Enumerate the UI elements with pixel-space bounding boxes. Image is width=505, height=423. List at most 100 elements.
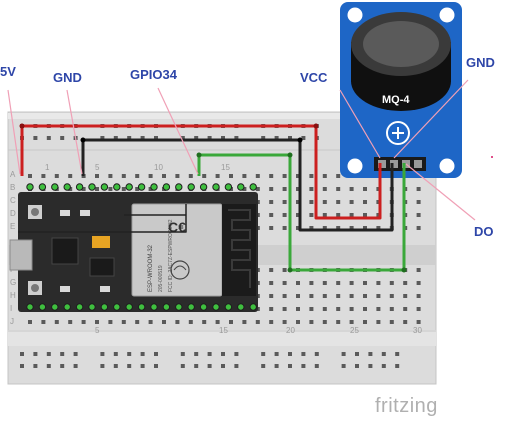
esp-header-pin [75,183,84,191]
label-do: DO [474,224,494,239]
terminal-hole [296,187,300,191]
terminal-hole [322,294,327,298]
rail-hole-bottom [60,352,65,356]
rail-hole-bottom [154,352,158,356]
terminal-hole [215,174,220,178]
terminal-hole [121,174,126,178]
terminal-hole [242,174,247,178]
esp-header-pin [199,183,208,191]
row-label-h: H [10,291,16,300]
power-plug-icon-glyph [392,127,404,139]
rail-hole-bottom [368,352,373,356]
esp-header-pin [51,303,59,311]
rail-hole-top [261,136,266,140]
rail-hole-bottom [127,352,132,356]
rail-hole-bottom [33,364,38,368]
terminal-hole [363,200,367,204]
mount-hole-tr [439,7,455,23]
terminal-hole [282,226,287,230]
mount-hole-br [439,158,455,174]
rail-hole-bottom [73,352,78,356]
terminal-hole [389,294,394,298]
terminal-hole [269,187,274,191]
terminal-hole [349,294,354,298]
rail-hole-bottom [395,352,400,356]
terminal-hole [322,174,327,178]
terminal-hole [336,174,341,178]
board-trace-line [18,204,187,233]
terminal-hole [322,320,327,324]
esp-header-pin [51,183,59,191]
breadboard-bottom-rail-gap [8,330,436,346]
esp-header-pin [113,303,121,311]
wire-bend-5v [19,123,25,129]
terminal-hole [162,320,166,324]
terminal-hole [363,226,367,230]
rail-hole-bottom [274,352,279,356]
terminal-hole [54,320,59,324]
terminal-hole [322,200,327,204]
esp-header-pin [150,183,158,191]
rail-hole-bottom [194,364,199,368]
rail-hole-top [127,136,132,140]
terminal-hole [296,200,300,204]
rail-hole-bottom [207,352,212,356]
terminal-hole [162,174,166,178]
esp-header-pin [237,183,245,191]
terminal-hole [282,294,287,298]
wire-gnd-black [81,138,394,232]
esp-header-pin [137,183,146,191]
terminal-hole [282,213,287,217]
esp-wroom-32-shield [131,203,223,297]
col-label-15-bottom: 15 [219,326,228,335]
wire-endpoints [19,123,407,273]
terminal-hole [309,213,314,217]
fritzing-watermark: fritzing [375,395,438,417]
row-label-e: E [10,222,15,231]
leader-vcc [339,89,381,159]
terminal-hole [296,281,300,285]
rail-hole-top [33,136,38,140]
terminal-hole [296,307,300,311]
terminal-hole [389,320,394,324]
terminal-hole [389,281,394,285]
terminal-hole [309,200,314,204]
esp-header-pin [63,303,71,311]
label-gnd-left: GND [53,70,82,85]
terminal-hole [148,174,153,178]
row-label-b: B [10,183,15,192]
en-button-cap [31,208,39,216]
terminal-hole [175,320,180,324]
terminal-hole [349,200,354,204]
esp-header-pin [249,183,257,191]
smd-part-3 [60,286,70,292]
rail-hole-bottom [46,352,51,356]
leader-do [405,163,476,221]
terminal-hole [376,281,381,285]
terminal-hole [322,213,327,217]
terminal-hole [309,307,314,311]
esp-header-pin [38,303,47,311]
leader-5v [7,89,21,175]
esp-header-pin [88,183,96,191]
wires [18,124,406,272]
esp-header-pin [63,183,71,191]
terminal-hole [54,174,59,178]
esp-header-pin [175,183,183,191]
terminal-hole [416,268,421,272]
esp-header-pin [137,303,146,311]
label-vcc: VCC [300,70,328,85]
esp-header-pin [162,183,171,191]
espressif-logo-arc [173,265,187,271]
terminal-hole [28,320,32,324]
col-label-20-bottom: 20 [286,326,295,335]
usb-uart-chip [51,237,79,265]
rail-hole-bottom [194,352,199,356]
esp-header-pin [113,183,121,191]
rail-hole-bottom [113,352,118,356]
column-numbers: 1 5 10 15 5 15 20 25 30 [45,163,422,335]
terminal-hole [336,187,341,191]
terminal-hole [416,320,421,324]
col-label-15: 15 [221,163,230,172]
